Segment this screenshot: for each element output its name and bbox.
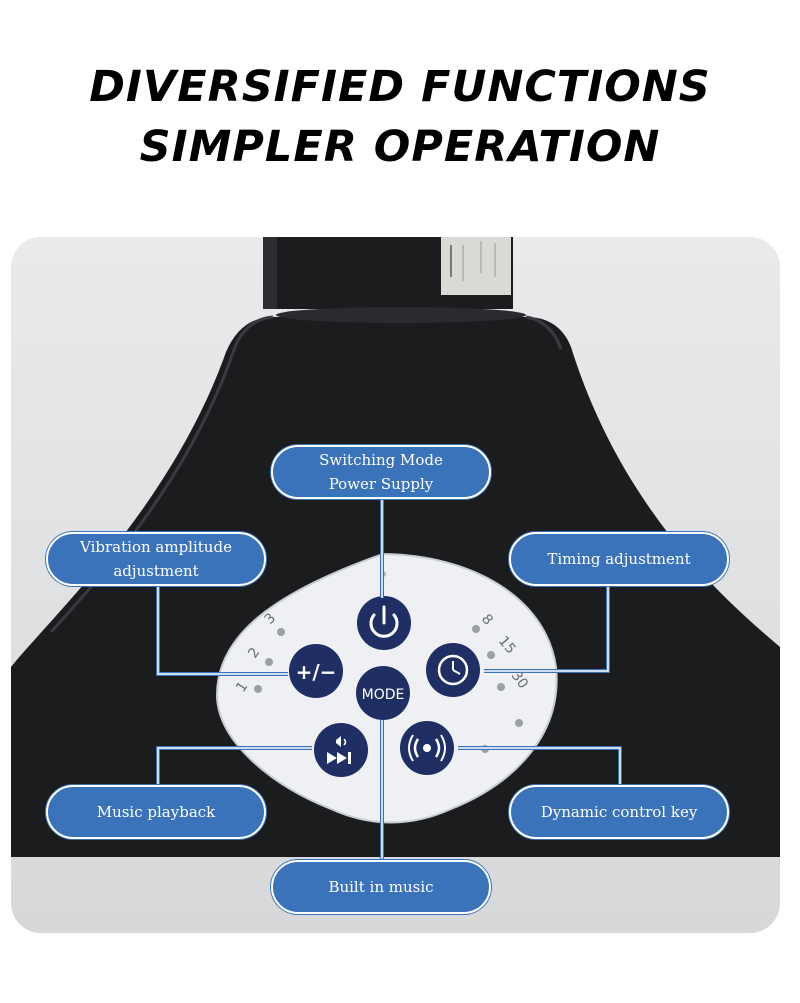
vibration-wave-icon [408,734,446,762]
callout-built-in-music: Built in music [271,860,491,914]
callout-vibration-amplitude: Vibration amplitude adjustment [46,532,266,586]
dynamic-control-button[interactable] [400,721,454,775]
callout-dynamic-control-key: Dynamic control key [509,785,729,839]
mode-icon: MODE [362,687,405,703]
power-button[interactable] [357,596,411,650]
callout-dynamic-control-key-text: Dynamic control key [540,803,698,821]
callout-music-playback-text: Music playback [96,803,216,821]
timer-button[interactable] [426,643,480,697]
play-skip-icon [327,736,351,764]
music-play-button[interactable] [314,723,368,777]
headline-line-2: SIMPLER OPERATION [139,122,661,172]
plus-minus-button[interactable]: +/− [289,644,343,698]
plus-minus-icon: +/− [296,660,337,684]
callout-timing-adjustment-text: Timing adjustment [547,550,691,568]
callout-vibration-amplitude-text: Vibration amplitude adjustment [80,538,232,580]
headline-line-1: DIVERSIFIED FUNCTIONS [89,62,711,112]
callout-built-in-music-text: Built in music [328,878,434,896]
device-label-sticker [441,237,511,295]
clock-icon [437,654,469,686]
callout-switching-mode-text: Switching Mode Power Supply [319,451,443,493]
callout-music-playback: Music playback [46,785,266,839]
mode-button[interactable]: MODE [356,666,410,720]
callout-switching-mode: Switching Mode Power Supply [271,445,491,499]
callout-timing-adjustment: Timing adjustment [509,532,729,586]
power-icon [369,613,399,638]
